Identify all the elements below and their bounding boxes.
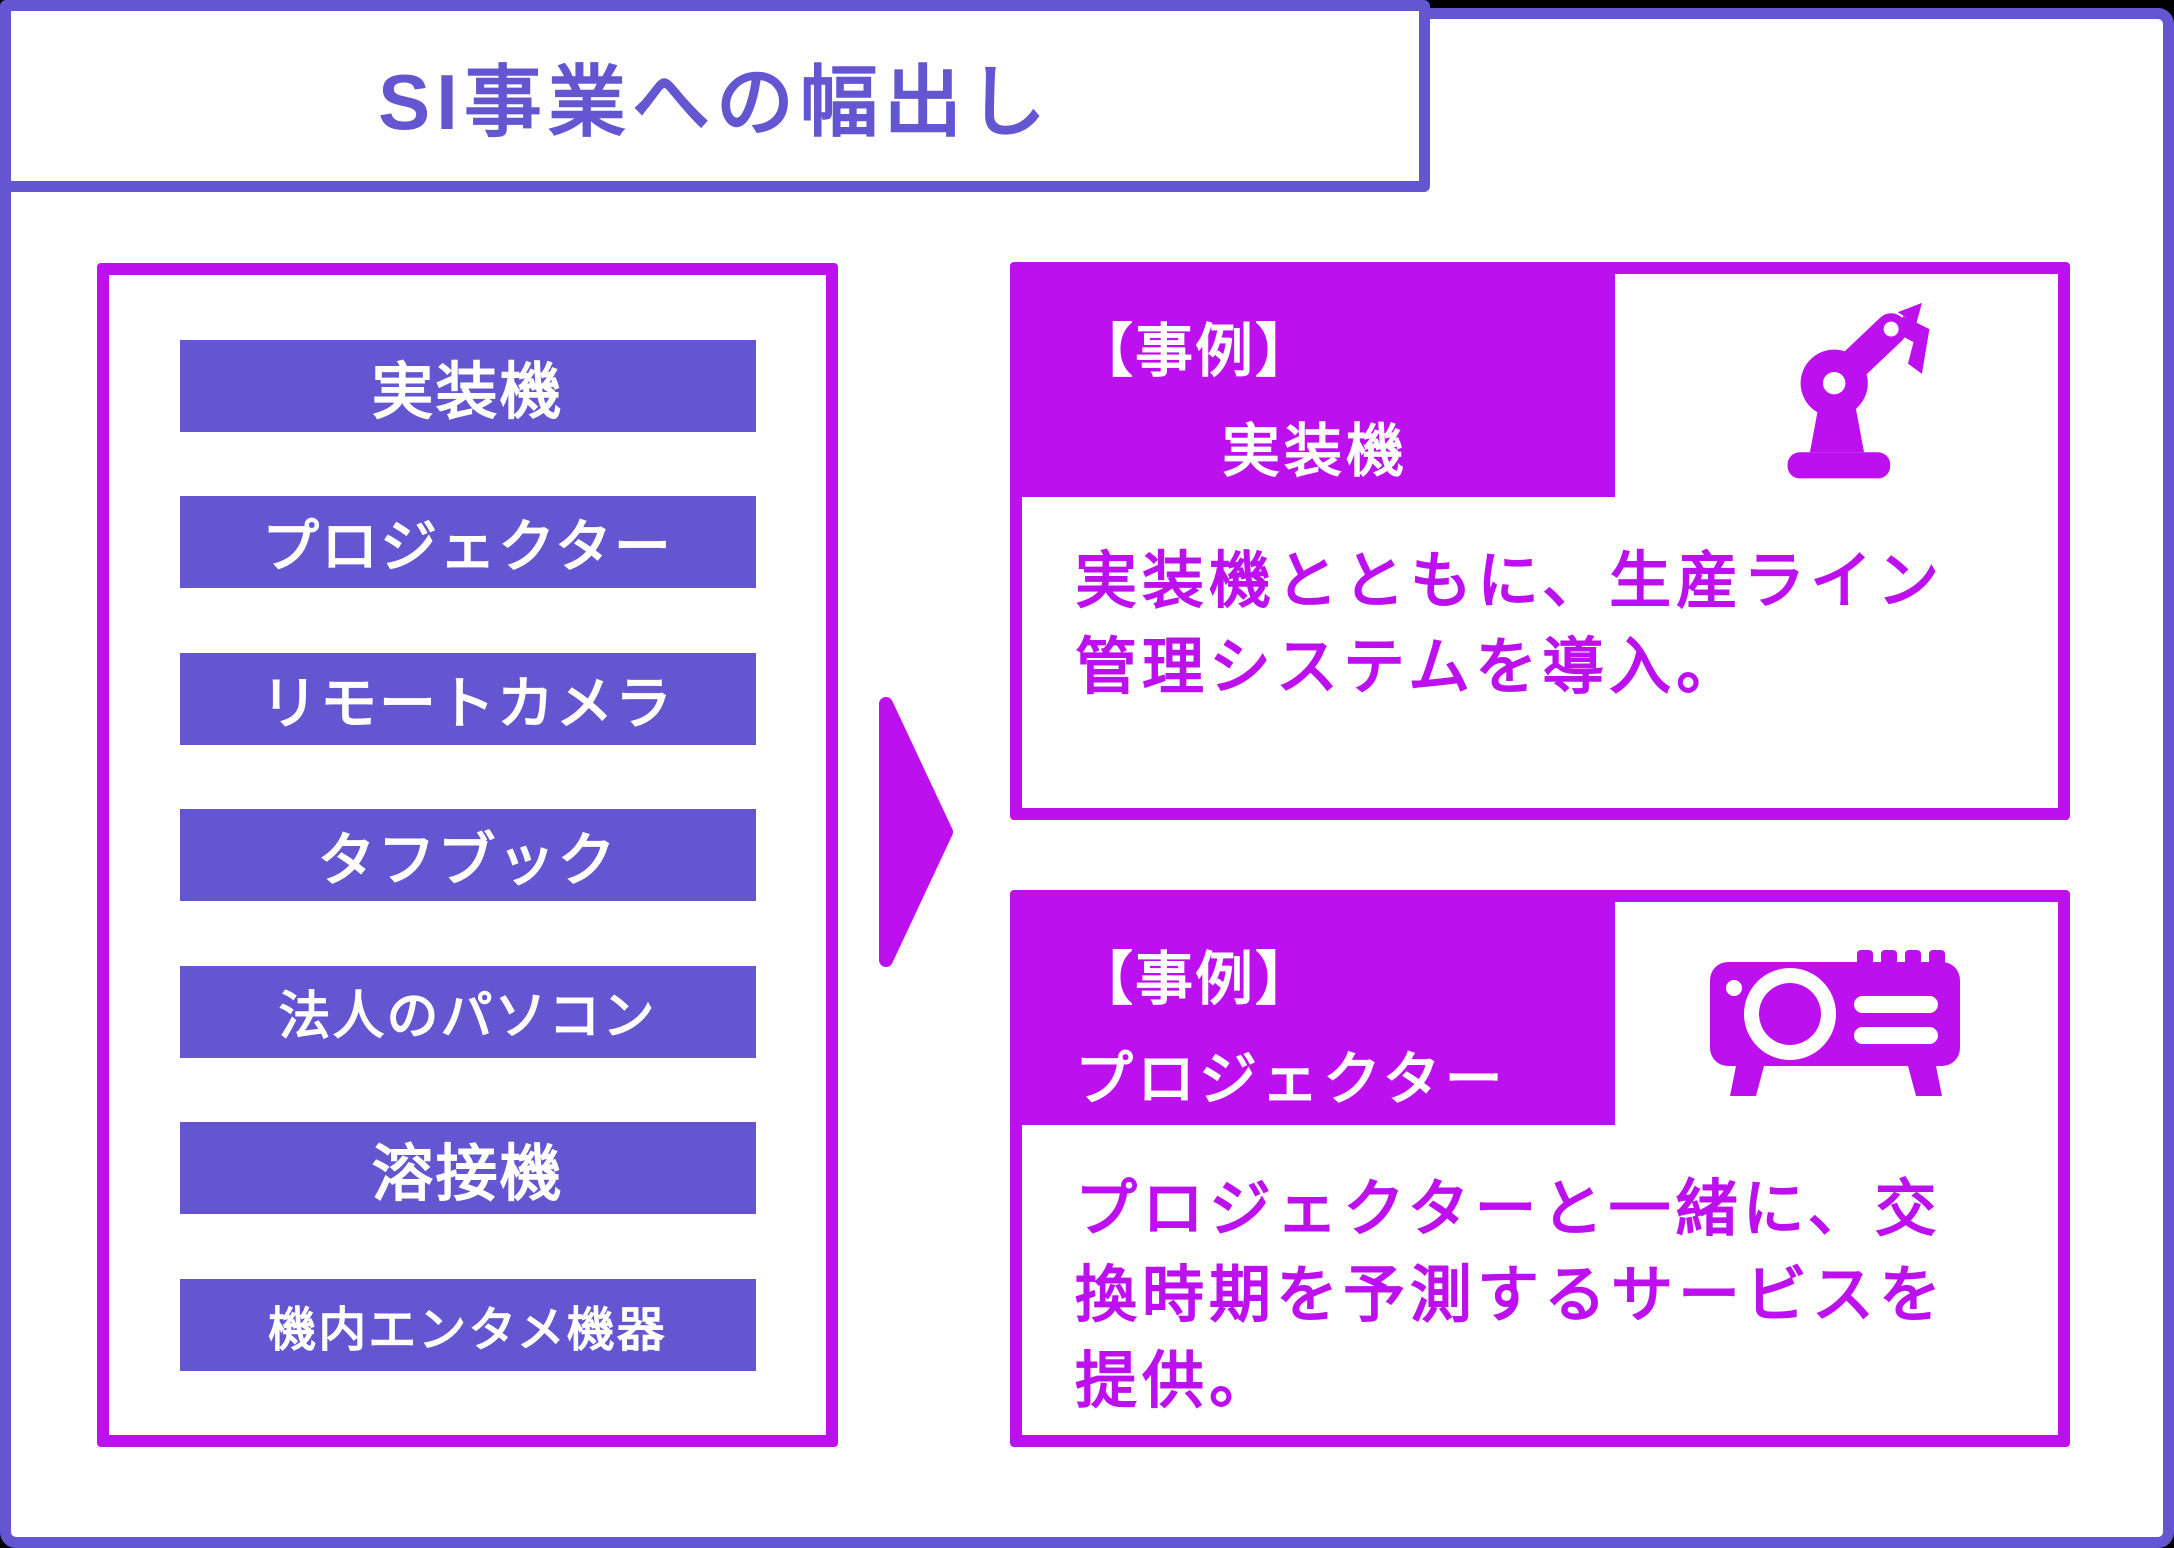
case-tag-label: 【事例】 bbox=[1075, 947, 1316, 1012]
case-icon-area bbox=[1615, 902, 2058, 1125]
title-box: SI事業への幅出し bbox=[0, 0, 1430, 192]
product-item-welder: 溶接機 bbox=[179, 1122, 756, 1214]
case-icon-area bbox=[1615, 274, 2058, 497]
products-panel: 実装機 プロジェクター リモートカメラ タフブック 法人のパソコン 溶接機 機内… bbox=[97, 263, 838, 1447]
right-arrow-icon bbox=[879, 697, 953, 967]
product-item-ife-equipment: 機内エンタメ機器 bbox=[179, 1278, 756, 1371]
page-title: SI事業への幅出し bbox=[378, 58, 1052, 146]
case-box-projector: 【事例】 プロジェクター プロジェクターと bbox=[1010, 890, 2070, 1447]
robot-arm-icon bbox=[1787, 302, 1929, 478]
case-box-mounter: 【事例】 実装機 実装機とともに、生産ライン 管理システムを導入。 bbox=[1010, 262, 2070, 820]
case-description: 実装機とともに、生産ライン 管理システムを導入。 bbox=[1075, 547, 1945, 702]
projector-icon bbox=[1709, 949, 1960, 1096]
case-header: 【事例】 プロジェクター bbox=[1022, 902, 1615, 1125]
product-item-projector: プロジェクター bbox=[179, 496, 756, 588]
product-item-business-pc: 法人のパソコン bbox=[179, 965, 756, 1058]
case-description: プロジェクターと一緒に、交 換時期を予測するサービスを 提供。 bbox=[1075, 1175, 1947, 1416]
product-item-mounter: 実装機 bbox=[179, 339, 756, 432]
case-header: 【事例】 実装機 bbox=[1022, 274, 1615, 497]
product-item-remote-camera: リモートカメラ bbox=[179, 652, 756, 745]
case-tag-label: 【事例】 bbox=[1075, 319, 1316, 384]
case-name-label: プロジェクター bbox=[1075, 1047, 1507, 1112]
product-item-toughbook: タフブック bbox=[179, 809, 756, 901]
case-name-label: 実装機 bbox=[1222, 419, 1409, 484]
